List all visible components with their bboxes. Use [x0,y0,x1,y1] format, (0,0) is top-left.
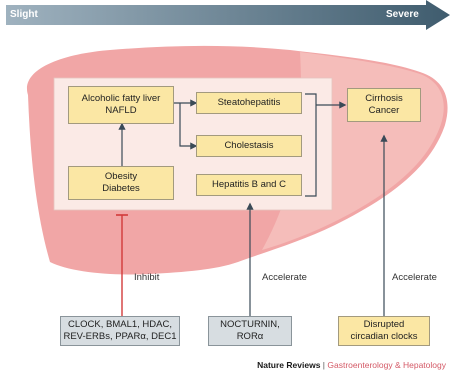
cholestasis-box: Cholestasis [196,135,302,157]
severity-end-label: Severe [386,9,419,20]
severity-start-label: Slight [10,9,38,20]
inhibit-label: Inhibit [134,272,160,283]
publisher-name: Nature Reviews [257,360,321,370]
arrow-alcoholic-to-cholestasis [179,103,198,150]
severity-arrow [6,0,450,30]
publisher-credit: Nature Reviews | Gastroenterology & Hepa… [257,360,446,370]
bracket-to-cirrhosis [305,93,317,197]
obesity-diabetes-box: Obesity Diabetes [68,166,174,200]
alcoholic-fatty-liver-box: Alcoholic fatty liver NAFLD [68,86,174,124]
footer-separator: | [322,360,326,370]
cirrhosis-cancer-box: Cirrhosis Cancer [347,88,421,122]
steatohepatitis-box: Steatohepatitis [196,92,302,114]
hepatitis-box: Hepatitis B and C [196,174,302,196]
disrupted-clocks-box: Disrupted circadian clocks [338,316,430,346]
journal-name: Gastroenterology & Hepatology [327,360,446,370]
accelerate-label-1: Accelerate [262,272,307,283]
accelerate-label-2: Accelerate [392,272,437,283]
clock-genes-box: CLOCK, BMAL1, HDAC, REV-ERBs, PPARα, DEC… [60,316,180,346]
nocturnin-box: NOCTURNIN, RORα [208,316,292,346]
